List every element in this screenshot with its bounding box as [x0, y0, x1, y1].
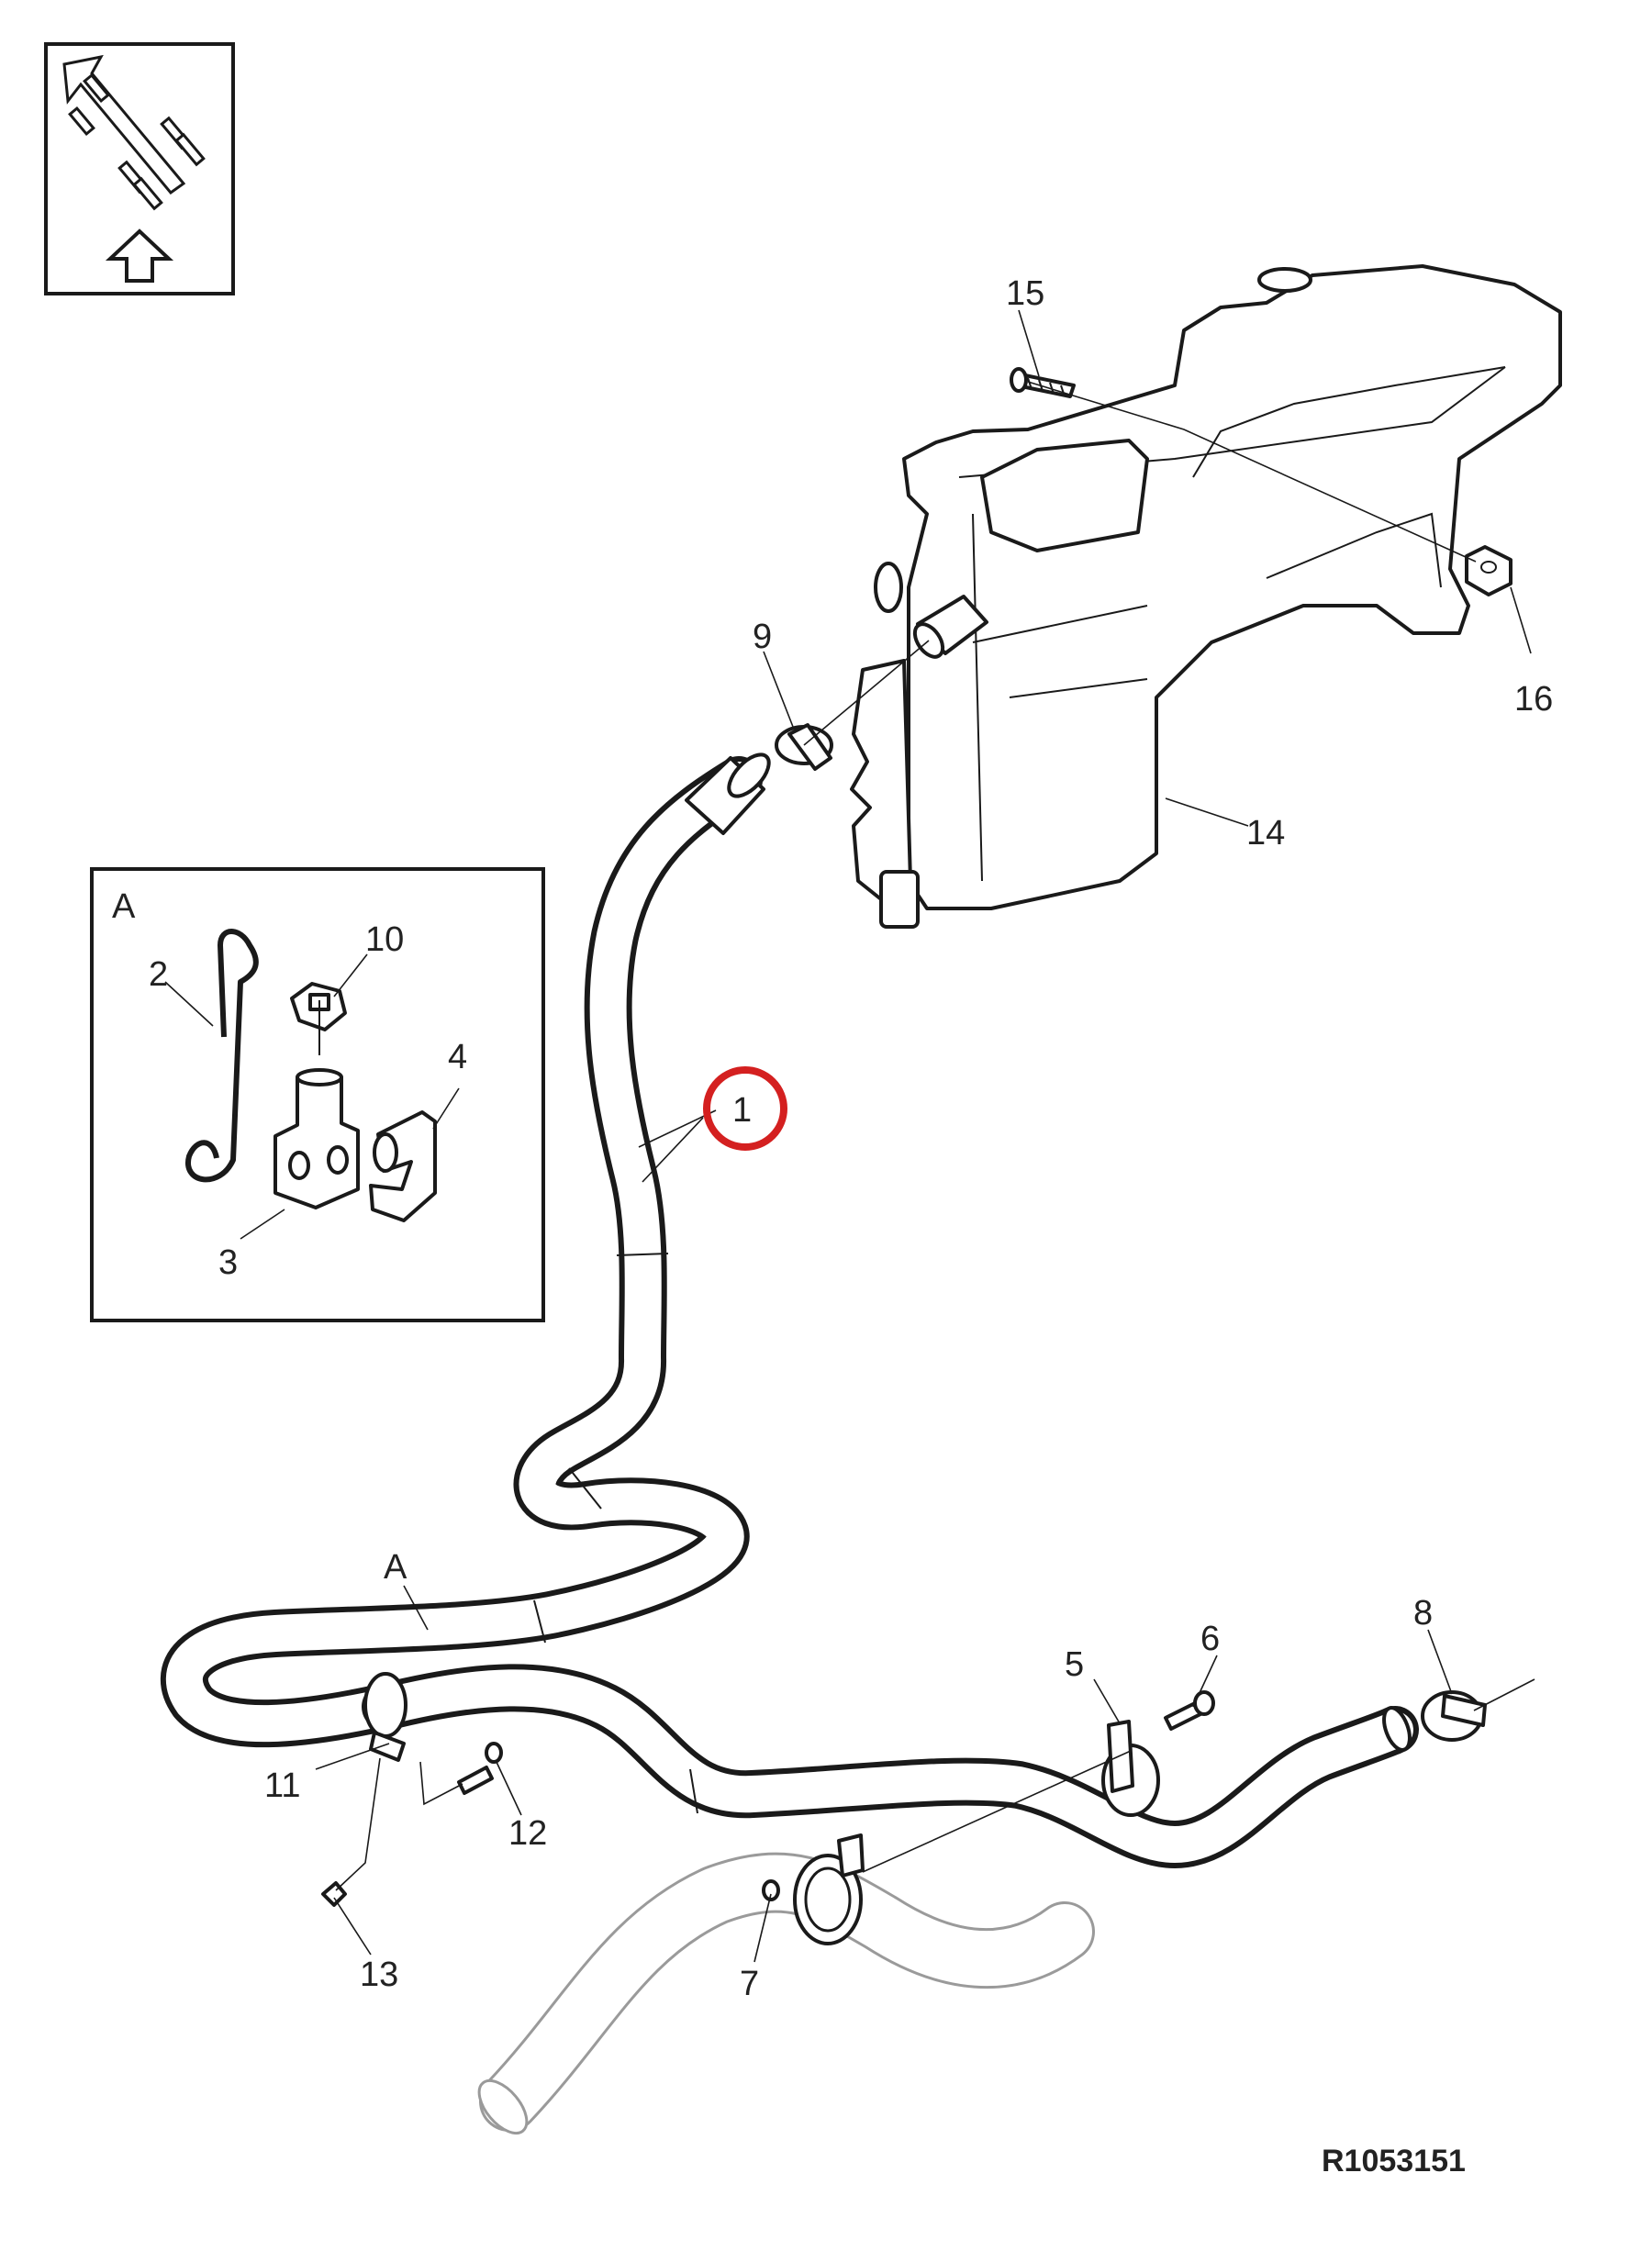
highlight-circle: [703, 1066, 787, 1151]
vehicle-orientation-icon: [62, 54, 206, 211]
view-label-a: A: [384, 1548, 407, 1587]
nut-16[interactable]: [1465, 545, 1512, 596]
coolant-hose-1[interactable]: [160, 748, 1419, 1868]
callout-5[interactable]: 5: [1065, 1645, 1084, 1684]
callouts: 1 2 3 4 5 6 7 8 9 10 11 12 13 14 15 16: [149, 274, 1553, 2003]
callout-9[interactable]: 9: [753, 618, 772, 656]
callout-4[interactable]: 4: [448, 1038, 467, 1076]
adjacent-hose-ghost: [477, 1852, 1095, 2134]
expansion-tank-14[interactable]: [850, 264, 1562, 929]
callout-7[interactable]: 7: [740, 1965, 759, 2003]
callout-3[interactable]: 3: [218, 1243, 238, 1282]
callout-2[interactable]: 2: [149, 955, 168, 994]
clip-12[interactable]: [457, 1742, 503, 1795]
callout-12[interactable]: 12: [508, 1814, 547, 1853]
screw-6[interactable]: [1164, 1690, 1215, 1731]
callout-11[interactable]: 11: [264, 1766, 300, 1805]
hose-clamp-9[interactable]: [775, 723, 833, 771]
bracket-3[interactable]: [273, 1000, 360, 1209]
callout-15[interactable]: 15: [1006, 274, 1044, 313]
callout-14[interactable]: 14: [1246, 814, 1285, 852]
wire-clip-2[interactable]: [185, 929, 259, 1183]
detail-inset-a: A: [90, 867, 545, 1322]
callout-6[interactable]: 6: [1200, 1620, 1220, 1658]
hose-clamp-8[interactable]: [1421, 1690, 1487, 1742]
orientation-box: [44, 42, 235, 295]
hose-clamp-7[interactable]: [762, 1833, 865, 1945]
hose-clip-5[interactable]: [1101, 1720, 1160, 1817]
hose-clamp-11[interactable]: [363, 1672, 407, 1762]
connector-4[interactable]: [369, 1110, 437, 1222]
callout-8[interactable]: 8: [1413, 1594, 1433, 1633]
front-direction-arrow-icon: [105, 228, 174, 283]
callout-10[interactable]: 10: [365, 920, 404, 959]
callout-1[interactable]: 1: [732, 1091, 752, 1130]
inset-label: A: [112, 887, 136, 926]
callout-16[interactable]: 16: [1514, 680, 1553, 719]
fastener-13[interactable]: [321, 1881, 347, 1907]
callout-13[interactable]: 13: [360, 1956, 398, 1994]
reference-code: R1053151: [1322, 2144, 1466, 2179]
leader-lines: [164, 309, 1535, 1963]
